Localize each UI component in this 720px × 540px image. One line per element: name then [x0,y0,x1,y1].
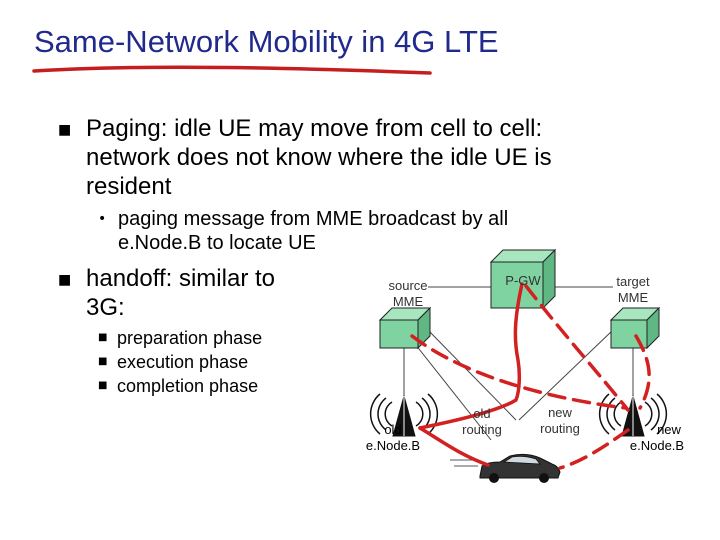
pgw-label: P-GW [505,273,541,288]
old-enodeb-label: old e.Node.B [365,422,421,453]
paging-bullet-line2: network does not know where the idle UE … [86,144,552,171]
source-mme-label: source MME [388,278,428,309]
target-mme-box [609,306,661,350]
paging-bullet-line1: Paging: idle UE may move from cell to ce… [86,115,543,142]
phase-item-3: completion phase [117,376,259,396]
phase-item-2: execution phase [117,352,249,372]
handoff-bullet-line1: handoff: similar to [86,265,275,292]
old-routing-label: old routing [462,406,502,437]
paging-subbullet-line2: e.Node.B to locate UE [118,232,316,254]
old-routing-path [418,282,524,467]
bullet-square-icon: ■ [98,380,108,391]
new-routing-path [410,284,651,470]
source-mme-box [378,306,432,350]
title-underline [32,65,432,75]
old-enodeb-tower [369,393,439,437]
new-enodeb-tower [598,393,668,437]
paging-bullet-line3: resident [86,173,172,200]
bullet-square-icon: ■ [58,122,72,138]
new-routing-label: new routing [540,405,580,436]
new-enodeb-label: new e.Node.B [629,422,685,453]
bullet-dot-icon: • [98,211,107,227]
phase-item-1: preparation phase [117,328,263,348]
handoff-bullet-line2: 3G: [86,294,125,321]
bullet-square-icon: ■ [98,332,108,343]
slide-title: Same-Network Mobility in 4G LTE [34,24,499,59]
bullet-square-icon: ■ [98,356,108,367]
target-mme-label: target MME [616,274,650,305]
car-icon [450,453,561,483]
bullet-square-icon: ■ [58,272,72,288]
paging-subbullet-line1: paging message from MME broadcast by all [118,208,509,230]
